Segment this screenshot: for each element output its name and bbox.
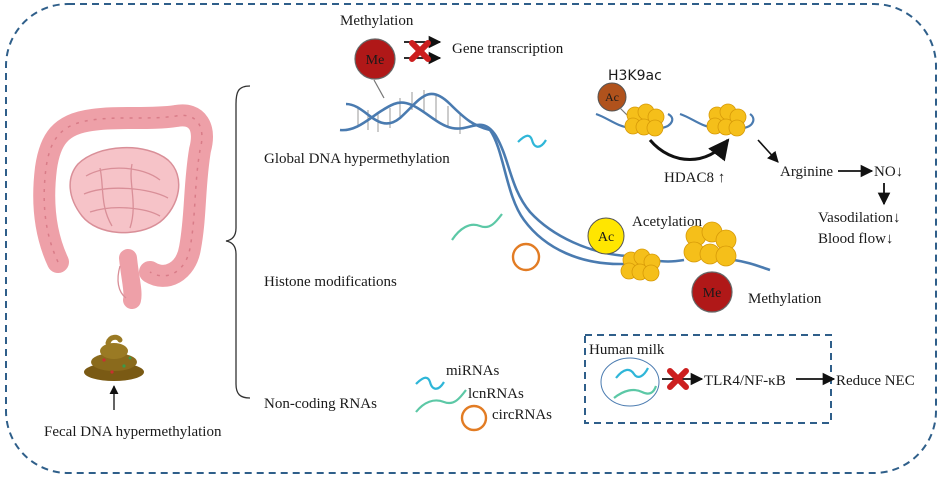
nucleosome-h3k9ac xyxy=(624,103,665,137)
circrna-float xyxy=(511,242,541,272)
methylation-top-label: Methylation xyxy=(340,13,414,29)
blood-flow-label: Blood flow↓ xyxy=(818,231,893,247)
hdac8-label: HDAC8 ↑ xyxy=(664,170,725,186)
brace xyxy=(225,85,251,399)
block-icon-top xyxy=(409,40,431,62)
stool-icon xyxy=(84,334,144,381)
no-label: NO↓ xyxy=(874,164,903,180)
circrna-icon xyxy=(460,404,488,432)
human-milk-label: Human milk xyxy=(589,342,665,358)
ac-small-text: Ac xyxy=(605,90,619,104)
intestine-illustration xyxy=(33,104,213,309)
lncrna-icon xyxy=(415,389,467,413)
acetylation-label: Acetylation xyxy=(632,214,702,230)
mirnas-label: miRNAs xyxy=(446,363,500,379)
nucleosome-methylated xyxy=(683,221,737,267)
milk-ellipse xyxy=(600,357,660,407)
to-arginine-arrow xyxy=(757,139,779,163)
fecal-label: Fecal DNA hypermethylation xyxy=(44,424,222,440)
milk-rna-green xyxy=(613,385,658,399)
ac-big-circle xyxy=(587,217,625,255)
milk-rna-cyan xyxy=(615,367,649,379)
me-bottom-circle xyxy=(691,271,733,313)
global-dna-label: Global DNA hypermethylation xyxy=(264,151,450,167)
arginine-label: Arginine xyxy=(780,164,833,180)
me-stalk xyxy=(373,79,385,99)
nucleosome-acetylated xyxy=(620,248,661,282)
me-top-text: Me xyxy=(366,53,385,68)
gene-transcription-label: Gene transcription xyxy=(452,41,564,57)
h3k9ac-label: H3K9ac xyxy=(608,68,662,84)
histone-label: Histone modifications xyxy=(264,274,397,290)
mirna-icon xyxy=(415,376,445,390)
vasodilation-label: Vasodilation↓ xyxy=(818,210,901,226)
tlr4-label: TLR4/NF-κB xyxy=(704,373,786,389)
lncrnas-label: lcnRNAs xyxy=(468,386,524,402)
outer-frame xyxy=(5,3,937,474)
circrnas-label: circRNAs xyxy=(492,407,552,423)
nucleosome-deacetylated xyxy=(706,103,747,137)
ac-small-circle xyxy=(597,82,627,112)
rna-green-float xyxy=(451,213,503,241)
me-bottom-text: Me xyxy=(703,286,722,301)
reduce-nec-label: Reduce NEC xyxy=(836,373,915,389)
rna-cyan-float xyxy=(517,134,547,148)
noncoding-label: Non-coding RNAs xyxy=(264,396,377,412)
me-top-circle xyxy=(354,38,396,80)
methylation-bottom-label: Methylation xyxy=(748,291,822,307)
ac-big-text: Ac xyxy=(598,230,614,245)
hdac8-arrow xyxy=(648,138,730,162)
block-icon-milk xyxy=(667,368,689,390)
